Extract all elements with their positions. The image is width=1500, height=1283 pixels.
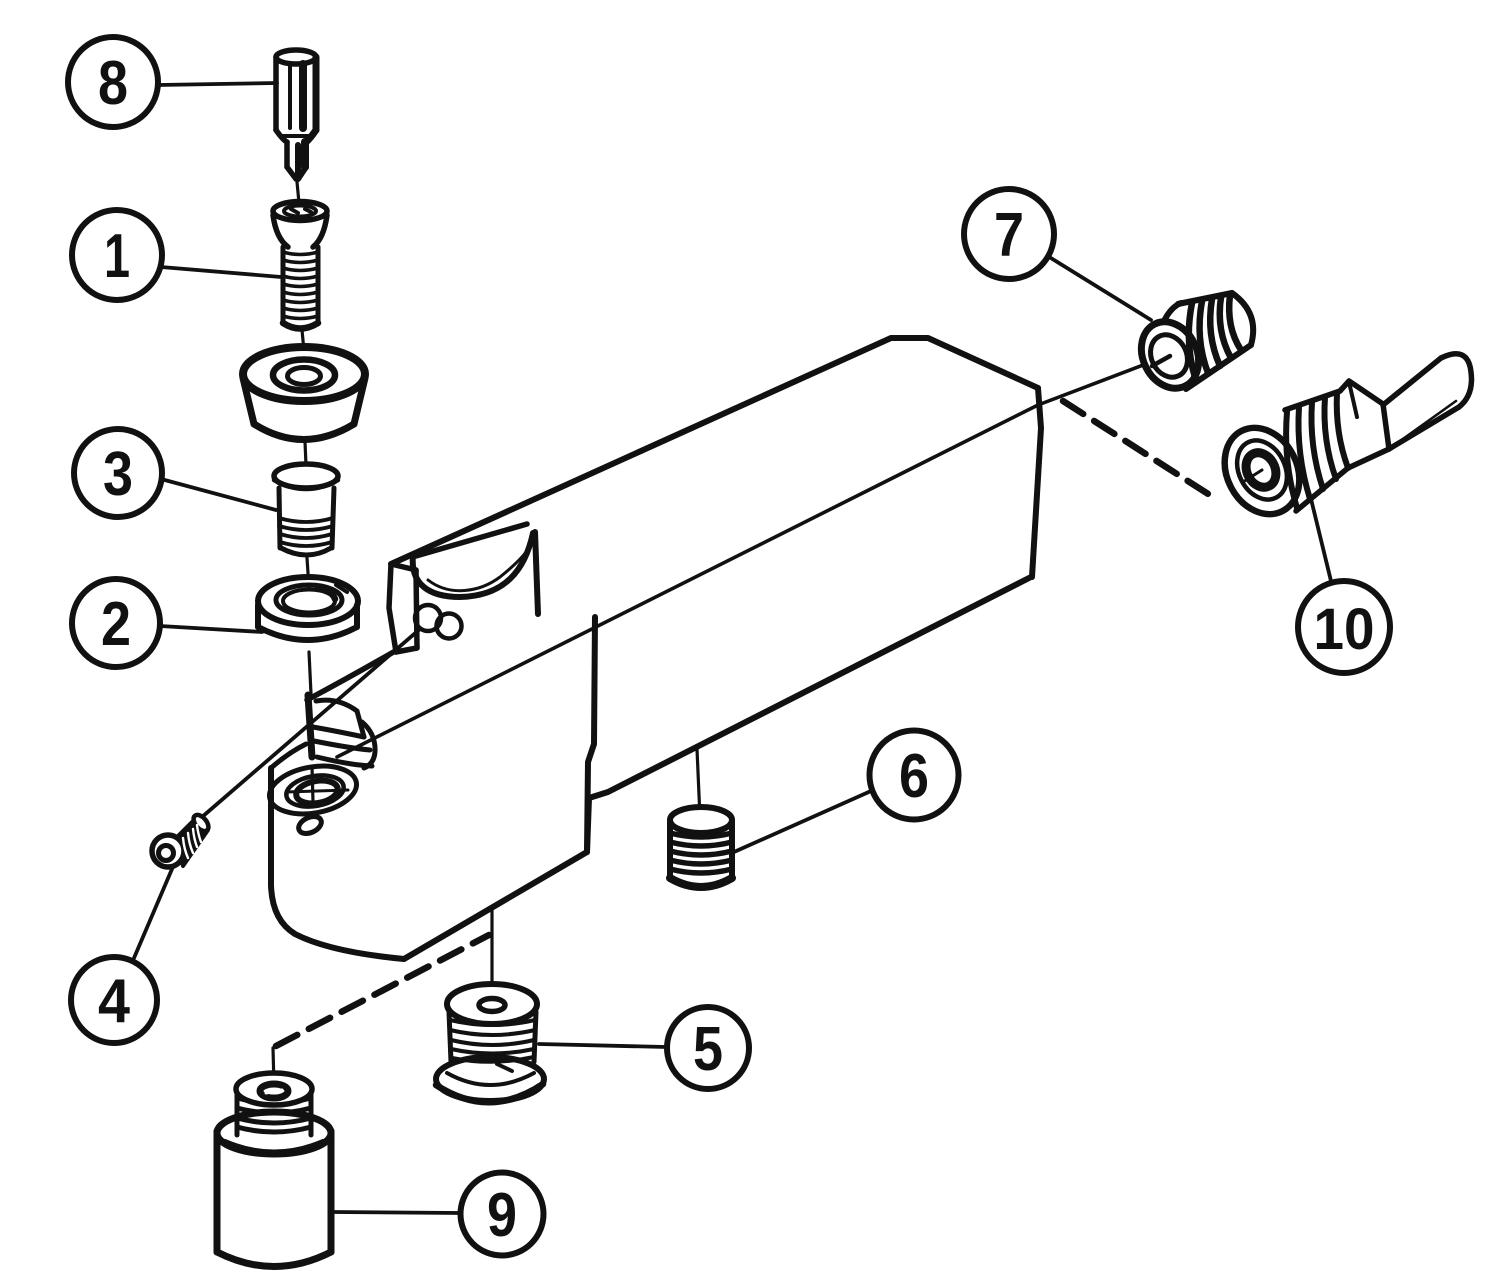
svg-text:3: 3 [103,440,133,509]
svg-text:10: 10 [1314,597,1375,662]
svg-text:4: 4 [98,967,130,1036]
svg-text:2: 2 [101,590,131,659]
svg-text:6: 6 [899,742,929,811]
svg-text:9: 9 [487,1181,517,1250]
svg-text:1: 1 [104,222,130,291]
svg-text:8: 8 [98,49,128,118]
svg-text:7: 7 [994,201,1024,270]
svg-text:5: 5 [693,1015,723,1084]
